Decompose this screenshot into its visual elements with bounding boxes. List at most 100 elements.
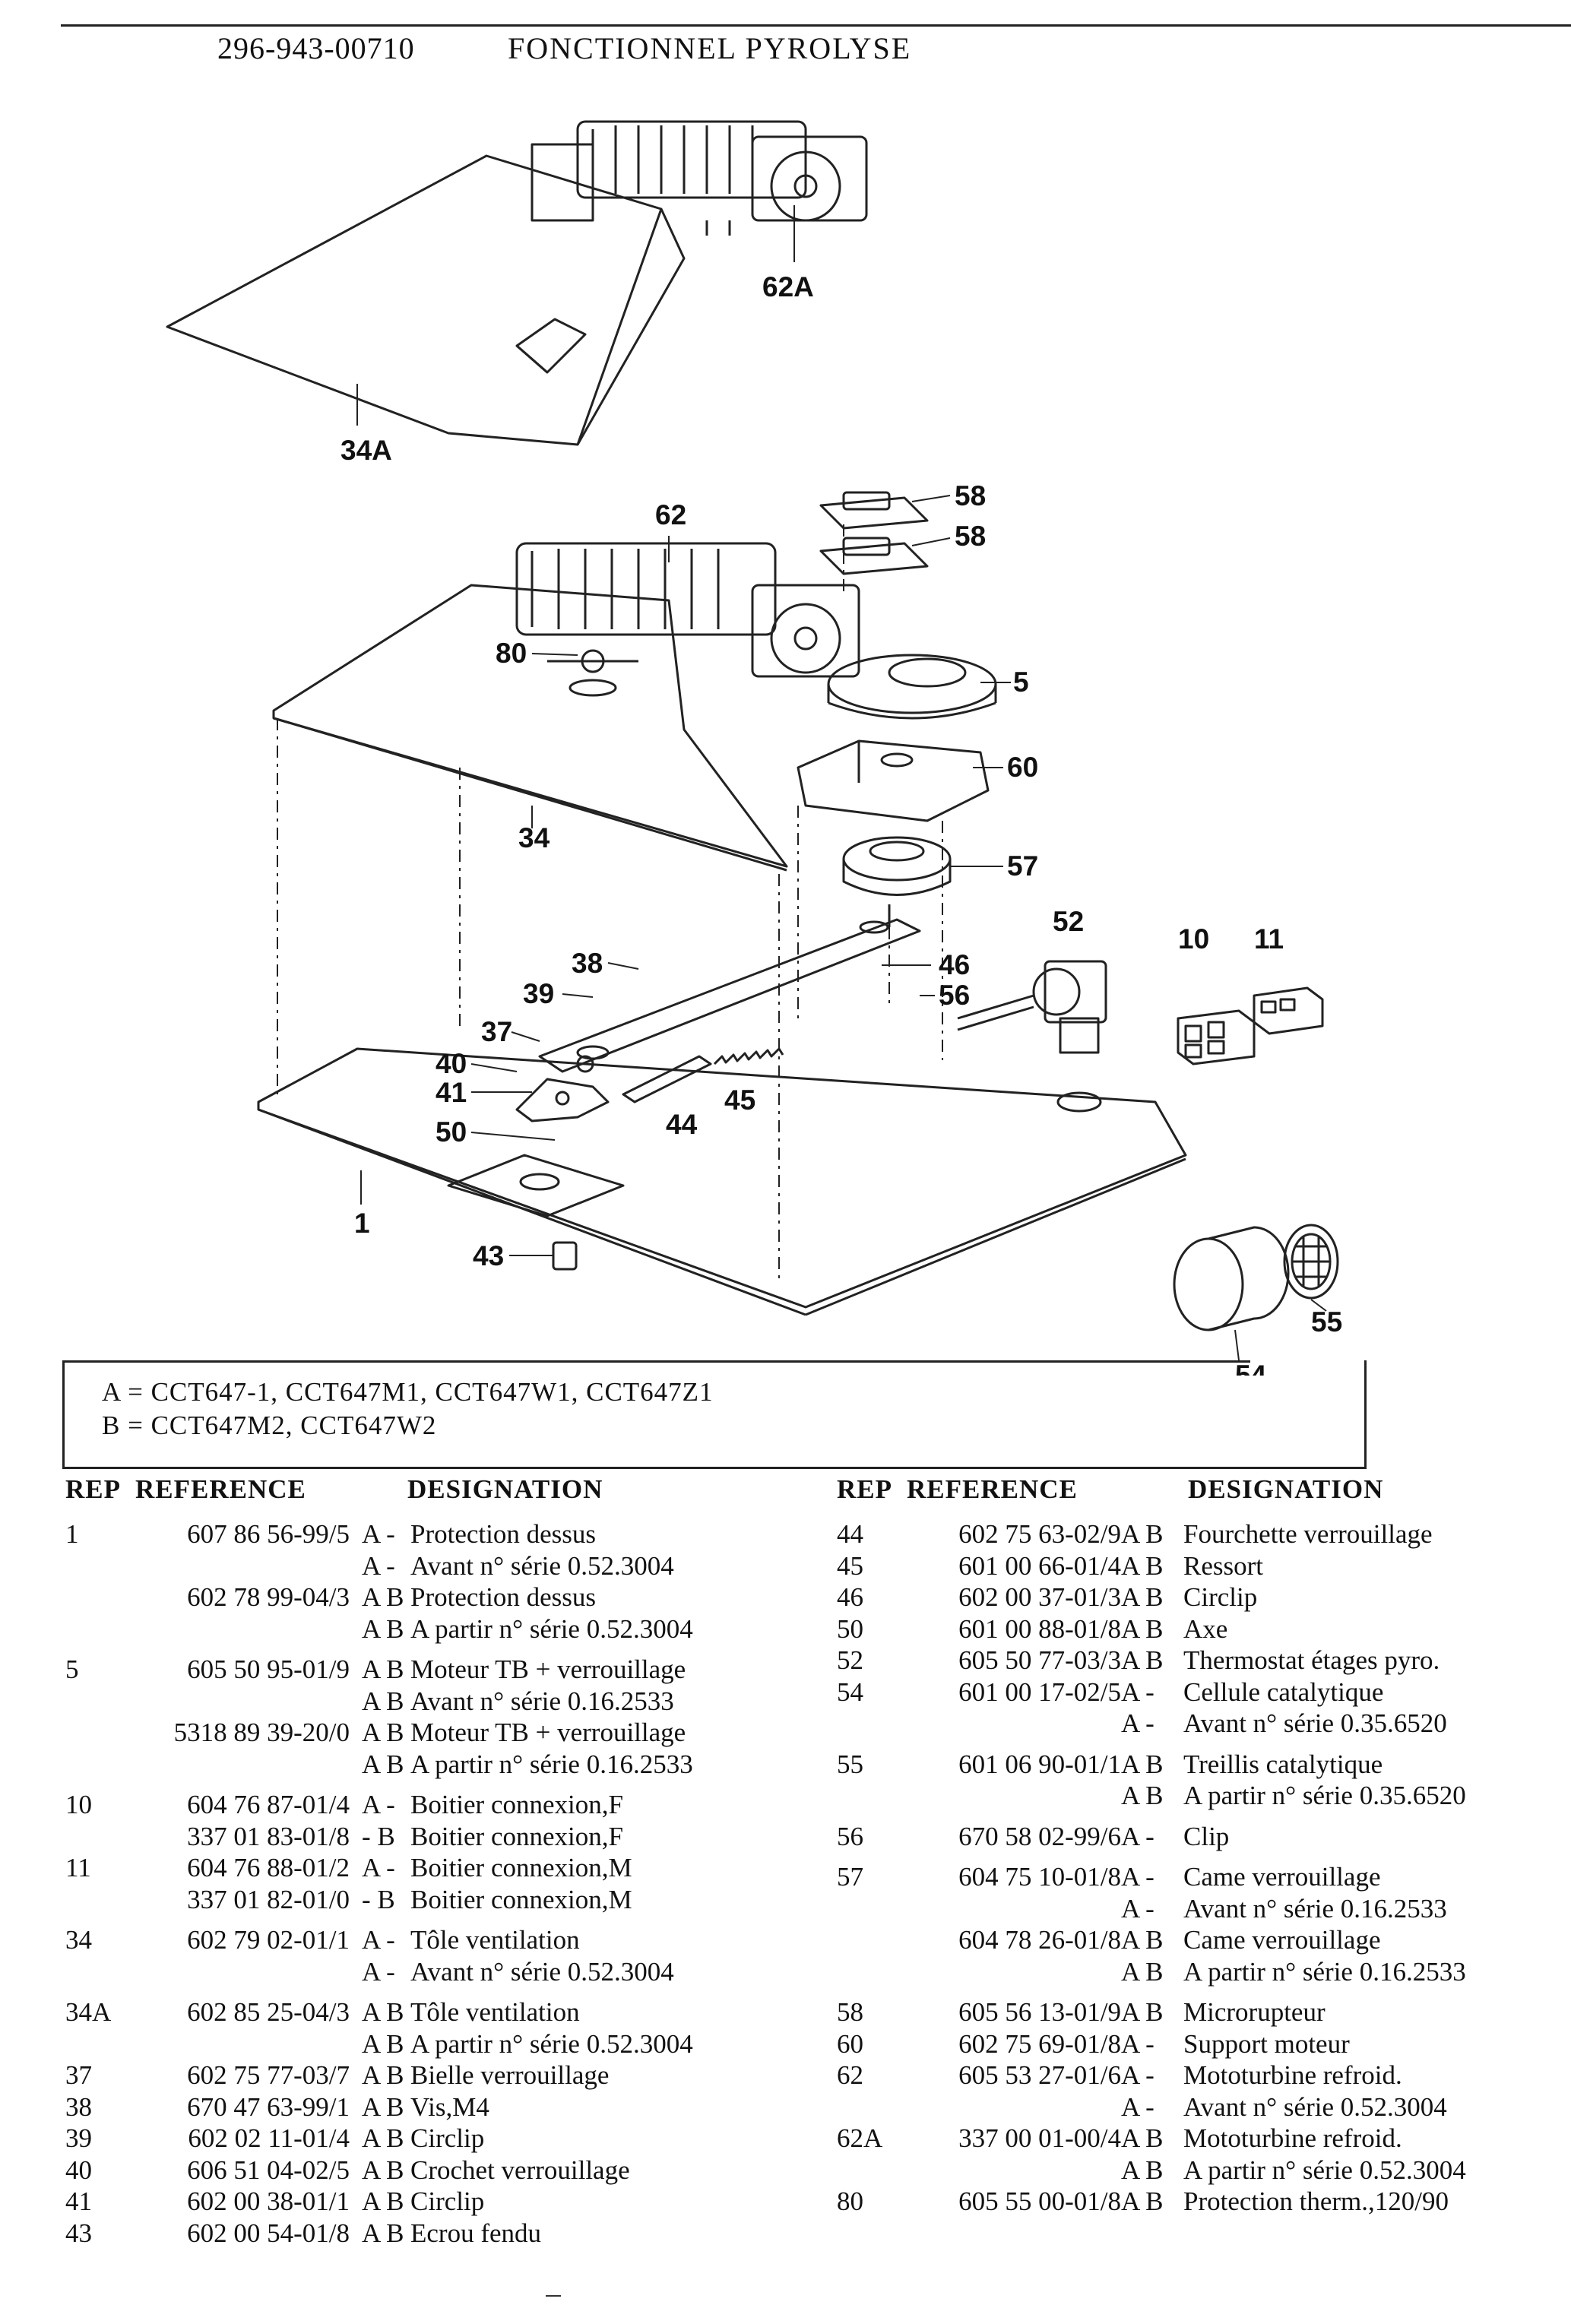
part-rep: 34: [65, 1925, 92, 1955]
part-reference: 337 01 83-01/8: [187, 1821, 350, 1851]
part-reference: 601 06 90-01/1: [958, 1749, 1121, 1779]
page-header: 296-943-00710 FONCTIONNEL PYROLYSE: [0, 0, 1571, 65]
part-code: A B: [362, 2091, 404, 2122]
column-headers: REP REFERENCE DESIGNATION: [61, 1474, 825, 1518]
part-reference: 604 78 26-01/8: [958, 1925, 1121, 1955]
part-designation: A partir n° série 0.16.2533: [410, 1749, 693, 1779]
part-code: A B: [362, 2155, 404, 2185]
part-designation: Avant n° série 0.52.3004: [410, 1956, 674, 1987]
part-reference: 607 86 56-99/5: [187, 1519, 350, 1549]
part-designation: Protection dessus: [410, 1582, 597, 1612]
part-designation: Tôle ventilation: [410, 1925, 580, 1955]
legend-line-b: B = CCT647M2, CCT647W2: [102, 1411, 437, 1440]
part-designation: Boitier connexion,F: [410, 1790, 623, 1819]
part-code: A B: [362, 2123, 404, 2153]
part-code: A B: [362, 1613, 404, 1644]
callout-34: 34: [518, 822, 550, 853]
part-code: - B: [362, 1884, 395, 1914]
part-designation: Crochet verrouillage: [410, 2155, 630, 2185]
part-rep: 40: [65, 2155, 92, 2185]
part-designation: Boitier connexion,F: [410, 1821, 623, 1851]
part-designation: A partir n° série 0.52.3004: [1183, 2155, 1466, 2185]
part-rep: 62A: [837, 2123, 883, 2153]
part-designation: Avant n° série 0.52.3004: [410, 1550, 674, 1581]
part-designation: Circlip: [410, 2186, 485, 2216]
part-code: A -: [362, 1550, 395, 1581]
part-code: A -: [362, 1956, 395, 1987]
part-code: A B: [362, 1997, 404, 2027]
table-row: 337 01 83-01/8 - B Boitier connexion,F: [61, 1821, 825, 1853]
part-designation: Cellule catalytique: [1183, 1677, 1384, 1707]
part-code: A B: [1121, 1925, 1164, 1955]
part-code: A B: [362, 2218, 404, 2248]
part-rep: 80: [837, 2186, 863, 2216]
connector-10-drawing: [1177, 1009, 1256, 1065]
part-code: A -: [1121, 1893, 1154, 1923]
part-code: A B: [1121, 1519, 1164, 1549]
callout-41: 41: [436, 1077, 467, 1108]
model-legend: A = CCT647-1, CCT647M1, CCT647W1, CCT647…: [62, 1360, 1367, 1469]
column-header-reference: REFERENCE: [907, 1474, 1078, 1504]
part-code: A -: [1121, 1677, 1154, 1707]
part-designation: Fourchette verrouillage: [1183, 1519, 1433, 1549]
part-code: A -: [1121, 2028, 1154, 2059]
page-title: FONCTIONNEL PYROLYSE: [508, 31, 912, 65]
part-reference: 602 00 54-01/8: [187, 2218, 350, 2248]
part-code: A -: [1121, 1821, 1154, 1851]
support-60-drawing: [797, 739, 990, 822]
part-designation: Protection therm.,120/90: [1183, 2186, 1449, 2216]
catalytic-cell-54-drawing: [1173, 1226, 1290, 1331]
part-code: A B: [1121, 1550, 1164, 1581]
fan-62-drawing: [515, 542, 860, 678]
part-reference: 605 56 13-01/9: [958, 1997, 1121, 2027]
part-designation: Came verrouillage: [1183, 1862, 1381, 1892]
part-reference: 670 58 02-99/6: [958, 1821, 1121, 1851]
document-reference: 296-943-00710: [217, 31, 415, 65]
callout-45: 45: [724, 1084, 755, 1116]
part-designation: Support moteur: [1183, 2028, 1350, 2059]
thermostat-52-drawing: [957, 960, 1107, 1054]
nut-43-drawing: [552, 1241, 578, 1271]
part-code: A B: [1121, 1613, 1164, 1644]
part-reference: 602 02 11-01/4: [188, 2123, 350, 2153]
callout-leader-lines: [356, 205, 1327, 1361]
part-rep: 10: [65, 1790, 92, 1819]
column-header-designation: DESIGNATION: [407, 1474, 603, 1504]
part-reference: 606 51 04-02/5: [187, 2155, 350, 2185]
part-reference: 605 55 00-01/8: [958, 2186, 1121, 2216]
part-reference: 602 75 63-02/9: [958, 1519, 1121, 1549]
part-rep: 62: [837, 2060, 863, 2090]
callout-57: 57: [1007, 850, 1038, 882]
callout-56: 56: [939, 980, 970, 1011]
part-code: - B: [362, 1821, 395, 1851]
part-rep: 5: [65, 1654, 79, 1684]
vent-sheet-34-drawing: [272, 584, 788, 872]
part-code: A -: [362, 1853, 395, 1882]
part-code: A B: [1121, 2186, 1164, 2216]
part-designation: A partir n° série 0.52.3004: [410, 2028, 693, 2059]
part-code: A B: [362, 1654, 404, 1684]
part-code: A -: [1121, 1708, 1154, 1738]
part-code: A -: [1121, 2060, 1154, 2090]
part-designation: Ressort: [1183, 1550, 1263, 1581]
part-reference: 337 01 82-01/0: [187, 1884, 350, 1914]
lock-rod-37-drawing: [538, 918, 921, 1073]
part-rep: 11: [65, 1853, 91, 1882]
part-reference: 604 75 10-01/8: [958, 1862, 1121, 1892]
callout-50: 50: [436, 1116, 467, 1148]
part-designation: Thermostat étages pyro.: [1183, 1645, 1440, 1675]
part-reference: 602 75 77-03/7: [187, 2060, 350, 2090]
base-plate-1-drawing: [257, 1047, 1187, 1316]
